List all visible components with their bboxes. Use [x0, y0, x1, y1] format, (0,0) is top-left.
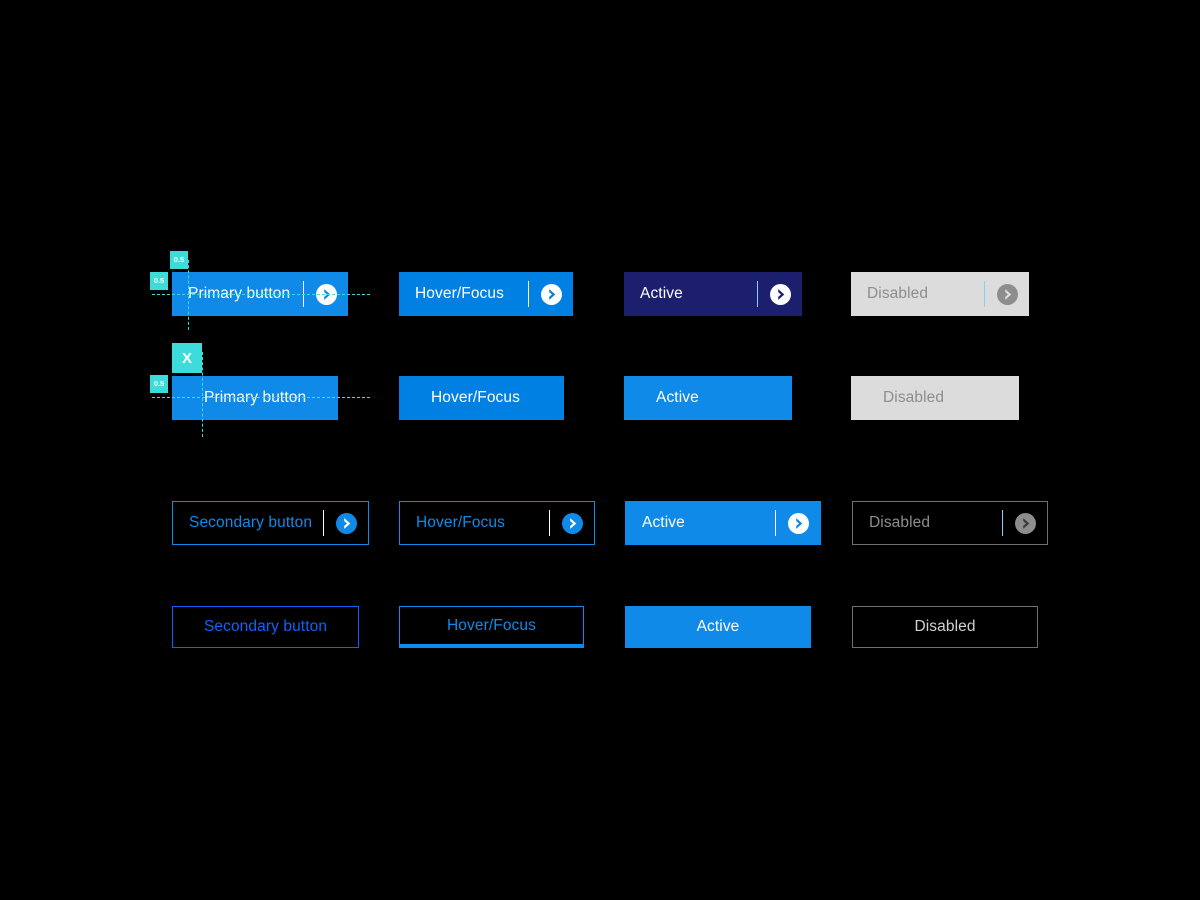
primary-button-hover-divider — [528, 281, 529, 307]
primary-text-default-label: Primary button — [204, 389, 307, 407]
primary-text-hover[interactable]: Hover/Focus — [399, 376, 564, 420]
secondary-button-disabled-icon-slot — [1003, 512, 1047, 534]
secondary-button-active-icon-slot[interactable] — [776, 512, 820, 534]
secondary-text-disabled: Disabled — [852, 606, 1038, 648]
arrow-right-circle-icon — [787, 512, 809, 534]
secondary-button-default-divider — [323, 510, 324, 536]
primary-text-default[interactable]: Primary button — [172, 376, 338, 420]
primary-button-disabled: Disabled — [851, 272, 1029, 316]
arrow-right-circle-icon — [561, 512, 583, 534]
primary-button-hover[interactable]: Hover/Focus — [399, 272, 573, 316]
primary-button-disabled-divider — [984, 281, 985, 307]
spacing-badge-top: 0.5 — [170, 251, 188, 269]
guide-horizontal-row2 — [152, 397, 370, 398]
secondary-button-default-label: Secondary button — [189, 514, 313, 532]
secondary-button-disabled: Disabled — [852, 501, 1048, 545]
primary-button-active[interactable]: Active — [624, 272, 802, 316]
primary-button-disabled-label: Disabled — [867, 285, 929, 303]
primary-button-disabled-icon-slot — [985, 283, 1029, 305]
secondary-text-default[interactable]: Secondary button — [172, 606, 359, 648]
primary-text-active-label: Active — [656, 389, 699, 407]
primary-button-active-label: Active — [640, 285, 683, 303]
primary-text-disabled-label: Disabled — [883, 389, 945, 407]
secondary-button-hover-label: Hover/Focus — [416, 514, 505, 532]
secondary-text-hover[interactable]: Hover/Focus — [399, 606, 584, 648]
arrow-right-circle-icon — [996, 283, 1018, 305]
arrow-right-circle-icon — [335, 512, 357, 534]
guide-horizontal-row1 — [152, 294, 370, 295]
secondary-button-disabled-label: Disabled — [869, 514, 931, 532]
secondary-text-default-label: Secondary button — [203, 618, 328, 636]
secondary-button-active[interactable]: Active — [625, 501, 821, 545]
secondary-button-active-divider — [775, 510, 776, 536]
secondary-text-disabled-label: Disabled — [914, 618, 976, 636]
primary-button-hover-label: Hover/Focus — [415, 285, 504, 303]
secondary-text-hover-label: Hover/Focus — [447, 616, 536, 634]
secondary-button-hover-divider — [549, 510, 550, 536]
secondary-button-default-icon-slot[interactable] — [324, 512, 368, 534]
spacing-badge-left-row2: 0.5 — [150, 375, 168, 393]
guide-vertical-row2 — [202, 352, 203, 437]
primary-text-hover-label: Hover/Focus — [431, 389, 520, 407]
primary-text-disabled: Disabled — [851, 376, 1019, 420]
primary-button-active-divider — [757, 281, 758, 307]
arrow-right-circle-icon — [540, 283, 562, 305]
secondary-button-hover-icon-slot[interactable] — [550, 512, 594, 534]
secondary-button-active-label: Active — [642, 514, 685, 532]
primary-button-hover-icon-slot[interactable] — [529, 283, 573, 305]
secondary-text-active-label: Active — [696, 618, 740, 636]
spacing-badge-x: X — [172, 343, 202, 373]
secondary-button-hover[interactable]: Hover/Focus — [399, 501, 595, 545]
secondary-button-default[interactable]: Secondary button — [172, 501, 369, 545]
arrow-right-circle-icon — [1014, 512, 1036, 534]
spacing-badge-left-row1: 0.5 — [150, 272, 168, 290]
arrow-right-circle-icon — [769, 283, 791, 305]
secondary-button-disabled-divider — [1002, 510, 1003, 536]
secondary-text-active[interactable]: Active — [625, 606, 811, 648]
primary-text-active[interactable]: Active — [624, 376, 792, 420]
primary-button-default-label: Primary button — [188, 285, 291, 303]
guide-vertical-row1 — [188, 260, 189, 330]
primary-button-active-icon-slot[interactable] — [758, 283, 802, 305]
